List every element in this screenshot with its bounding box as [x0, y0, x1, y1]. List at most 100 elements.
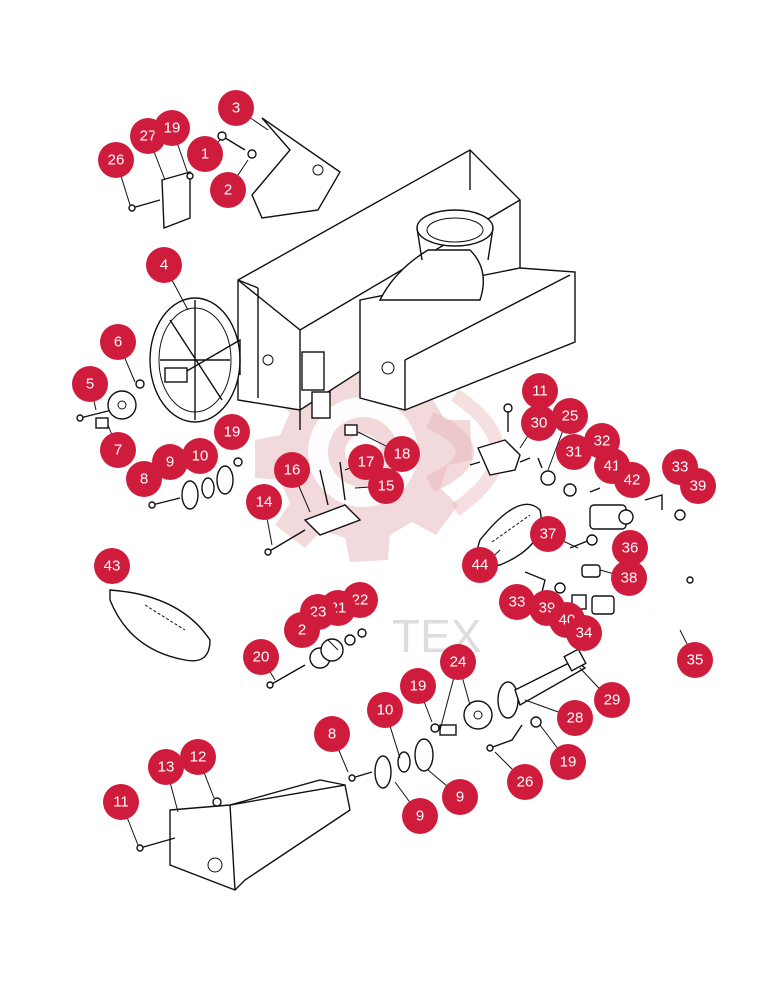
pulley-group-low — [348, 723, 440, 789]
svg-text:15: 15 — [378, 478, 395, 495]
callout-26: 26 — [507, 764, 543, 800]
callout-14: 14 — [246, 484, 282, 520]
svg-text:31: 31 — [566, 444, 583, 461]
svg-text:42: 42 — [624, 472, 641, 489]
svg-text:34: 34 — [576, 625, 593, 642]
callout-11: 11 — [522, 373, 558, 409]
part-3-bracket — [251, 117, 341, 219]
callout-11: 11 — [103, 784, 139, 820]
callout-16: 16 — [274, 452, 310, 488]
svg-text:43: 43 — [104, 558, 121, 575]
gearbox-shims — [537, 457, 623, 497]
svg-text:27: 27 — [140, 128, 157, 145]
callout-12: 12 — [180, 739, 216, 775]
callout-9: 9 — [402, 798, 438, 834]
part-35-hose — [644, 576, 694, 642]
svg-text:29: 29 — [604, 692, 621, 709]
svg-text:8: 8 — [328, 726, 336, 743]
svg-text:1: 1 — [201, 146, 209, 163]
part-11-bolt-top — [503, 403, 513, 432]
callout-18: 18 — [384, 436, 420, 472]
svg-text:8: 8 — [140, 471, 148, 488]
svg-text:22: 22 — [352, 592, 369, 609]
callout-19: 19 — [214, 414, 250, 450]
part-7-key — [95, 417, 109, 429]
svg-text:2: 2 — [298, 622, 306, 639]
callout-7: 7 — [100, 432, 136, 468]
auger-housing — [237, 149, 576, 430]
callout-6: 6 — [100, 324, 136, 360]
callout-5: 5 — [72, 366, 108, 402]
callout-28: 28 — [557, 700, 593, 736]
part-36-fitting — [569, 534, 601, 578]
svg-text:5: 5 — [86, 376, 94, 393]
svg-text:14: 14 — [256, 494, 273, 511]
callout-4: 4 — [146, 247, 182, 283]
callout-29: 29 — [594, 682, 630, 718]
svg-text:4: 4 — [160, 257, 168, 274]
svg-text:2: 2 — [224, 182, 232, 199]
svg-text:38: 38 — [621, 570, 638, 587]
svg-text:11: 11 — [532, 383, 548, 400]
svg-text:37: 37 — [540, 526, 557, 543]
svg-text:6: 6 — [114, 334, 122, 351]
svg-text:9: 9 — [456, 789, 464, 806]
callout-13: 13 — [148, 749, 184, 785]
svg-text:28: 28 — [567, 710, 584, 727]
part-33-fitting-top — [644, 494, 686, 521]
svg-text:16: 16 — [284, 462, 301, 479]
part-27-plate — [161, 171, 191, 230]
callout-2: 2 — [210, 172, 246, 208]
svg-text:30: 30 — [531, 415, 548, 432]
gearbox — [469, 439, 531, 476]
callout-10: 10 — [182, 438, 218, 474]
callout-31: 31 — [556, 434, 592, 470]
part-24-sprocket — [439, 700, 493, 736]
callout-36: 36 — [612, 530, 648, 566]
svg-text:19: 19 — [164, 120, 181, 137]
callout-20: 20 — [243, 639, 279, 675]
pulley-group-left — [148, 457, 243, 510]
svg-text:10: 10 — [377, 702, 394, 719]
callout-25: 25 — [552, 398, 588, 434]
svg-text:17: 17 — [358, 454, 375, 471]
svg-text:7: 7 — [114, 442, 122, 459]
callout-19: 19 — [400, 668, 436, 704]
callout-38: 38 — [611, 560, 647, 596]
callout-35: 35 — [677, 642, 713, 678]
svg-text:11: 11 — [113, 794, 129, 811]
svg-text:33: 33 — [509, 594, 526, 611]
callout-43: 43 — [94, 548, 130, 584]
callout-9: 9 — [442, 779, 478, 815]
part-1-bolt — [217, 131, 257, 159]
svg-text:26: 26 — [108, 152, 125, 169]
svg-text:23: 23 — [310, 604, 327, 621]
svg-text:41: 41 — [604, 458, 621, 475]
part-18-pin — [344, 424, 358, 436]
callout-26: 26 — [98, 142, 134, 178]
part-5-bolt — [76, 409, 113, 422]
callout-39: 39 — [680, 468, 716, 504]
part-14-bolt — [264, 529, 306, 556]
svg-text:25: 25 — [562, 408, 579, 425]
part-4-impeller — [149, 297, 241, 423]
svg-text:24: 24 — [450, 654, 467, 671]
part-26-bolt-low — [486, 716, 542, 752]
svg-text:3: 3 — [232, 100, 240, 117]
svg-text:44: 44 — [472, 557, 489, 574]
part-16-bracket — [303, 461, 362, 536]
part-6-sprocket — [107, 379, 145, 420]
callout-1: 1 — [187, 136, 223, 172]
callout-17: 17 — [348, 444, 384, 480]
svg-text:9: 9 — [416, 808, 424, 825]
svg-text:20: 20 — [253, 649, 270, 666]
part-43-belt — [109, 589, 211, 662]
svg-text:9: 9 — [166, 454, 174, 471]
svg-text:19: 19 — [410, 678, 427, 695]
callout-42: 42 — [614, 462, 650, 498]
callout-19: 19 — [154, 110, 190, 146]
callout-3: 3 — [218, 90, 254, 126]
svg-text:32: 32 — [594, 433, 611, 450]
sprocket-group-mid — [266, 628, 367, 689]
